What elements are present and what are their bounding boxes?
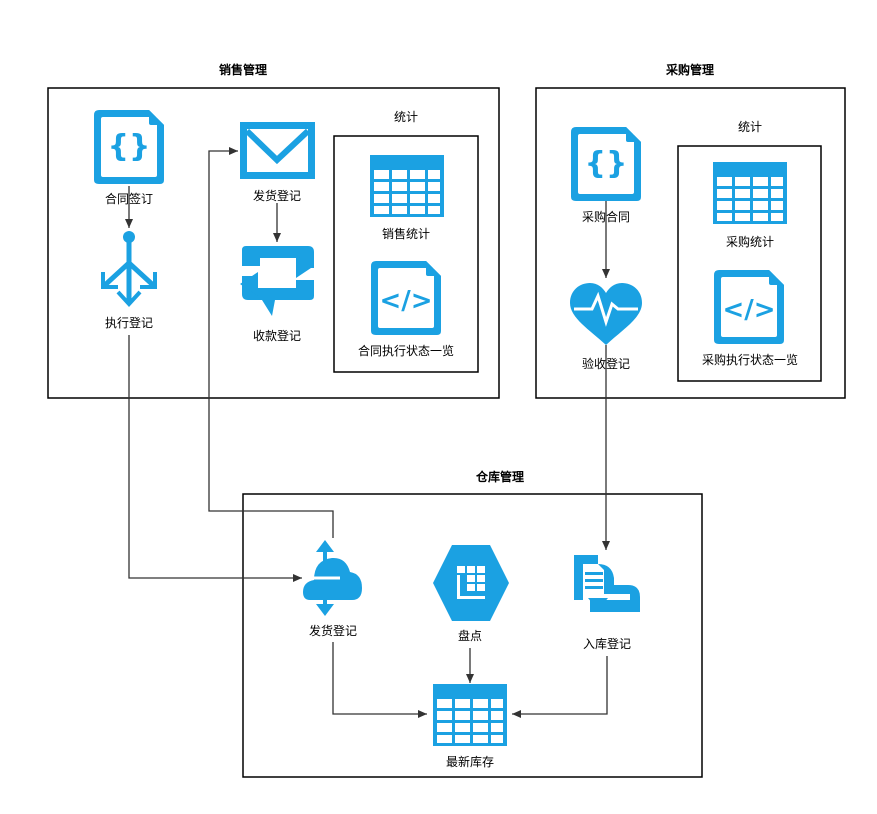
warehouse-section-title: 仓库管理	[475, 469, 524, 484]
code-file-icon: {}	[94, 110, 164, 184]
warehouse-container	[242, 493, 703, 778]
svg-text:{}: {}	[108, 129, 151, 164]
acceptance-reg-label: 验收登记	[582, 356, 630, 371]
code-document-icon: </>	[371, 261, 441, 335]
cloud-sync-icon	[303, 540, 362, 616]
connector-execute-to-warehouse-ship	[128, 335, 302, 582]
table-icon	[713, 162, 787, 224]
hexagon-grid-icon	[433, 545, 509, 621]
purchase-stats-title: 统计	[738, 120, 762, 134]
svg-text:</>: </>	[379, 286, 432, 316]
latest-stock-label: 最新库存	[446, 754, 494, 769]
branch-arrows-icon	[101, 231, 157, 307]
sales-stats-title: 统计	[394, 110, 418, 124]
table-icon	[433, 684, 507, 746]
purchase-section-title: 采购管理	[665, 62, 714, 77]
table-icon	[370, 155, 444, 217]
purchase-stats-container	[677, 145, 822, 382]
purchase-container	[535, 87, 846, 399]
sales-stats-container	[333, 135, 479, 373]
import-file-icon	[574, 555, 640, 612]
svg-text:</>: </>	[722, 295, 775, 325]
purchase-stats-label: 采购统计	[726, 234, 774, 249]
contract-sign-label: 合同签订	[105, 191, 153, 206]
execute-reg-label: 执行登记	[105, 315, 153, 330]
contract-status-label: 合同执行状态一览	[358, 343, 454, 358]
connector-inbound-to-stock	[512, 656, 608, 718]
exchange-icon	[240, 246, 314, 316]
svg-text:{}: {}	[585, 146, 628, 181]
sales-stats-label: 销售统计	[382, 226, 430, 241]
purchase-exec-status-label: 采购执行状态一览	[702, 352, 798, 367]
payment-reg-label: 收款登记	[253, 328, 301, 343]
inventory-check-label: 盘点	[458, 628, 482, 643]
sales-container	[47, 87, 500, 399]
envelope-icon	[240, 122, 315, 179]
inbound-reg-label: 入库登记	[583, 636, 631, 651]
purchase-contract-label: 采购合同	[582, 209, 630, 224]
sales-ship-reg-label: 发货登记	[253, 188, 301, 203]
heart-pulse-icon	[570, 283, 642, 345]
warehouse-ship-reg-label: 发货登记	[309, 623, 357, 638]
code-document-icon: </>	[714, 270, 784, 344]
code-file-icon: {}	[571, 127, 641, 201]
connector-ship-to-stock	[332, 642, 427, 718]
connector-warehouse-ship-to-sales-ship	[208, 147, 334, 538]
sales-section-title: 销售管理	[219, 62, 267, 77]
